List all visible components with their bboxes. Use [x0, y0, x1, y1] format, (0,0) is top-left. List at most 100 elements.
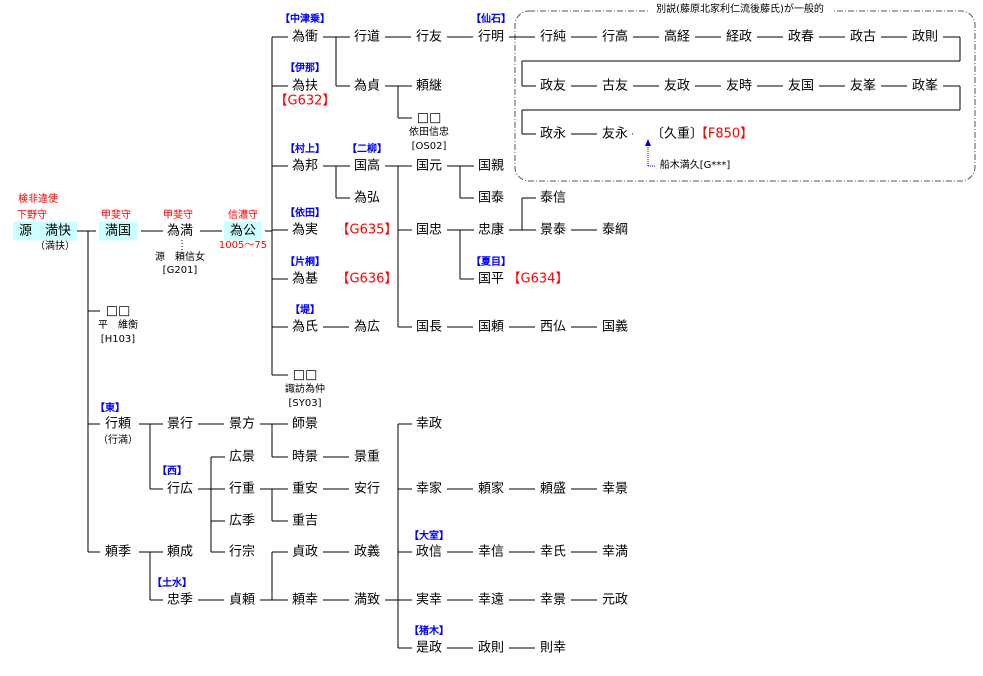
person-name: 友政 — [663, 78, 691, 94]
person-name: 貞頼 — [228, 592, 256, 608]
person-name: 頼成 — [166, 544, 194, 560]
person-name: 忠季 — [166, 592, 194, 608]
person-name: 是政 — [415, 640, 443, 656]
note: （行満） — [98, 435, 138, 446]
person-name: 国平 — [477, 271, 505, 287]
person-name: 幸政 — [415, 416, 443, 432]
person-name: 〔久重〕 — [650, 126, 704, 142]
note: [OS02] — [411, 141, 447, 152]
person-name: 友永 — [601, 126, 629, 142]
person-name: 重吉 — [291, 513, 319, 529]
person-name: 友峯 — [849, 78, 877, 94]
reference-code: 【G636】 — [336, 271, 398, 287]
person-name: 景泰 — [539, 222, 567, 238]
person-name: 行頼 — [104, 416, 132, 432]
person-name: 満致 — [353, 592, 381, 608]
note: 源 頼信女 — [155, 252, 205, 263]
person-name: 為基 — [291, 271, 319, 287]
person-name: 為衝 — [291, 29, 319, 45]
person-name: 為弘 — [353, 190, 381, 206]
person-name: 景方 — [228, 416, 256, 432]
note: 船木満久[G***] — [659, 160, 731, 171]
person-name: 国親 — [477, 158, 505, 174]
note: 諏訪為仲 — [285, 384, 325, 395]
person-name: 幸氏 — [539, 544, 567, 560]
person-name: 政友 — [539, 78, 567, 94]
note: （満扶） — [35, 241, 75, 252]
person-name: 為広 — [353, 319, 381, 335]
person-name: 行高 — [601, 29, 629, 45]
person-name: 実幸 — [415, 592, 443, 608]
house-name: 【大室】 — [409, 531, 449, 542]
reference-code: 【G634】 — [507, 271, 569, 287]
house-name: 【夏目】 — [471, 257, 511, 268]
person-name: 元政 — [601, 592, 629, 608]
house-name: 【東】 — [95, 403, 125, 414]
person-name: 国泰 — [477, 190, 505, 206]
person-name: 国長 — [415, 319, 443, 335]
reference-code: 【F850】 — [694, 126, 754, 142]
person-name: 為満 — [166, 223, 194, 239]
person-name: □□ — [416, 110, 442, 126]
person-name: 政則 — [477, 640, 505, 656]
house-name: 【土水】 — [152, 578, 192, 589]
person-name: 景重 — [353, 449, 381, 465]
house-name: 【堤】 — [290, 305, 320, 316]
house-name: 【伊那】 — [285, 63, 325, 74]
person-name: 時景 — [291, 449, 319, 465]
person-name: 西仏 — [539, 319, 567, 335]
person-name: 則幸 — [539, 640, 567, 656]
person-name: 行純 — [539, 29, 567, 45]
person-name: 師景 — [291, 416, 319, 432]
person-name: 古友 — [601, 78, 629, 94]
note: [G201] — [162, 265, 198, 276]
person-name: 為貞 — [353, 78, 381, 94]
person-name: 行明 — [477, 29, 505, 45]
person-name: 頼盛 — [539, 481, 567, 497]
person-name: 為扶 — [291, 78, 319, 94]
house-name: 【片桐】 — [285, 257, 325, 268]
person-name: 友国 — [787, 78, 815, 94]
person-name: 行宗 — [228, 544, 256, 560]
person-name: 幸満 — [601, 544, 629, 560]
person-name: 政春 — [787, 29, 815, 45]
house-name: 【中津乗】 — [280, 14, 330, 25]
person-name: 行道 — [353, 29, 381, 45]
person-name: 広季 — [228, 513, 256, 529]
person-name: 行重 — [228, 481, 256, 497]
person-name: 為氏 — [291, 319, 319, 335]
arrow-up-icon — [645, 139, 651, 146]
note: [H103] — [100, 334, 136, 345]
person-name: 国頼 — [477, 319, 505, 335]
person-name: 高経 — [663, 29, 691, 45]
person-name: 為実 — [291, 222, 319, 238]
person-name: 国高 — [353, 158, 381, 174]
note: 平 維衡 — [98, 320, 138, 331]
person-name-highlighted: 為公 — [223, 221, 263, 241]
person-name: 国元 — [415, 158, 443, 174]
person-name: 為邦 — [291, 158, 319, 174]
person-name: 重安 — [291, 481, 319, 497]
person-name: 国忠 — [415, 222, 443, 238]
person-name: 忠康 — [477, 222, 505, 238]
person-name: 政峯 — [911, 78, 939, 94]
person-name: 頼幸 — [291, 592, 319, 608]
office-title: 下野守 — [17, 210, 47, 221]
person-name-highlighted: 満国 — [98, 221, 138, 241]
person-name: 泰綱 — [601, 222, 629, 238]
person-name: 行友 — [415, 29, 443, 45]
person-name: 広景 — [228, 449, 256, 465]
person-name: 頼継 — [415, 78, 443, 94]
person-name: 景行 — [166, 416, 194, 432]
office-title: 甲斐守 — [163, 210, 193, 221]
person-name: 泰信 — [539, 190, 567, 206]
house-name: 【村上】 — [285, 144, 325, 155]
reference-code: 【G632】 — [274, 93, 336, 109]
house-name: 【依田】 — [285, 208, 325, 219]
person-name: 安行 — [353, 481, 381, 497]
person-name: 頼季 — [104, 544, 132, 560]
person-name: 行広 — [166, 481, 194, 497]
person-name: 幸家 — [415, 481, 443, 497]
